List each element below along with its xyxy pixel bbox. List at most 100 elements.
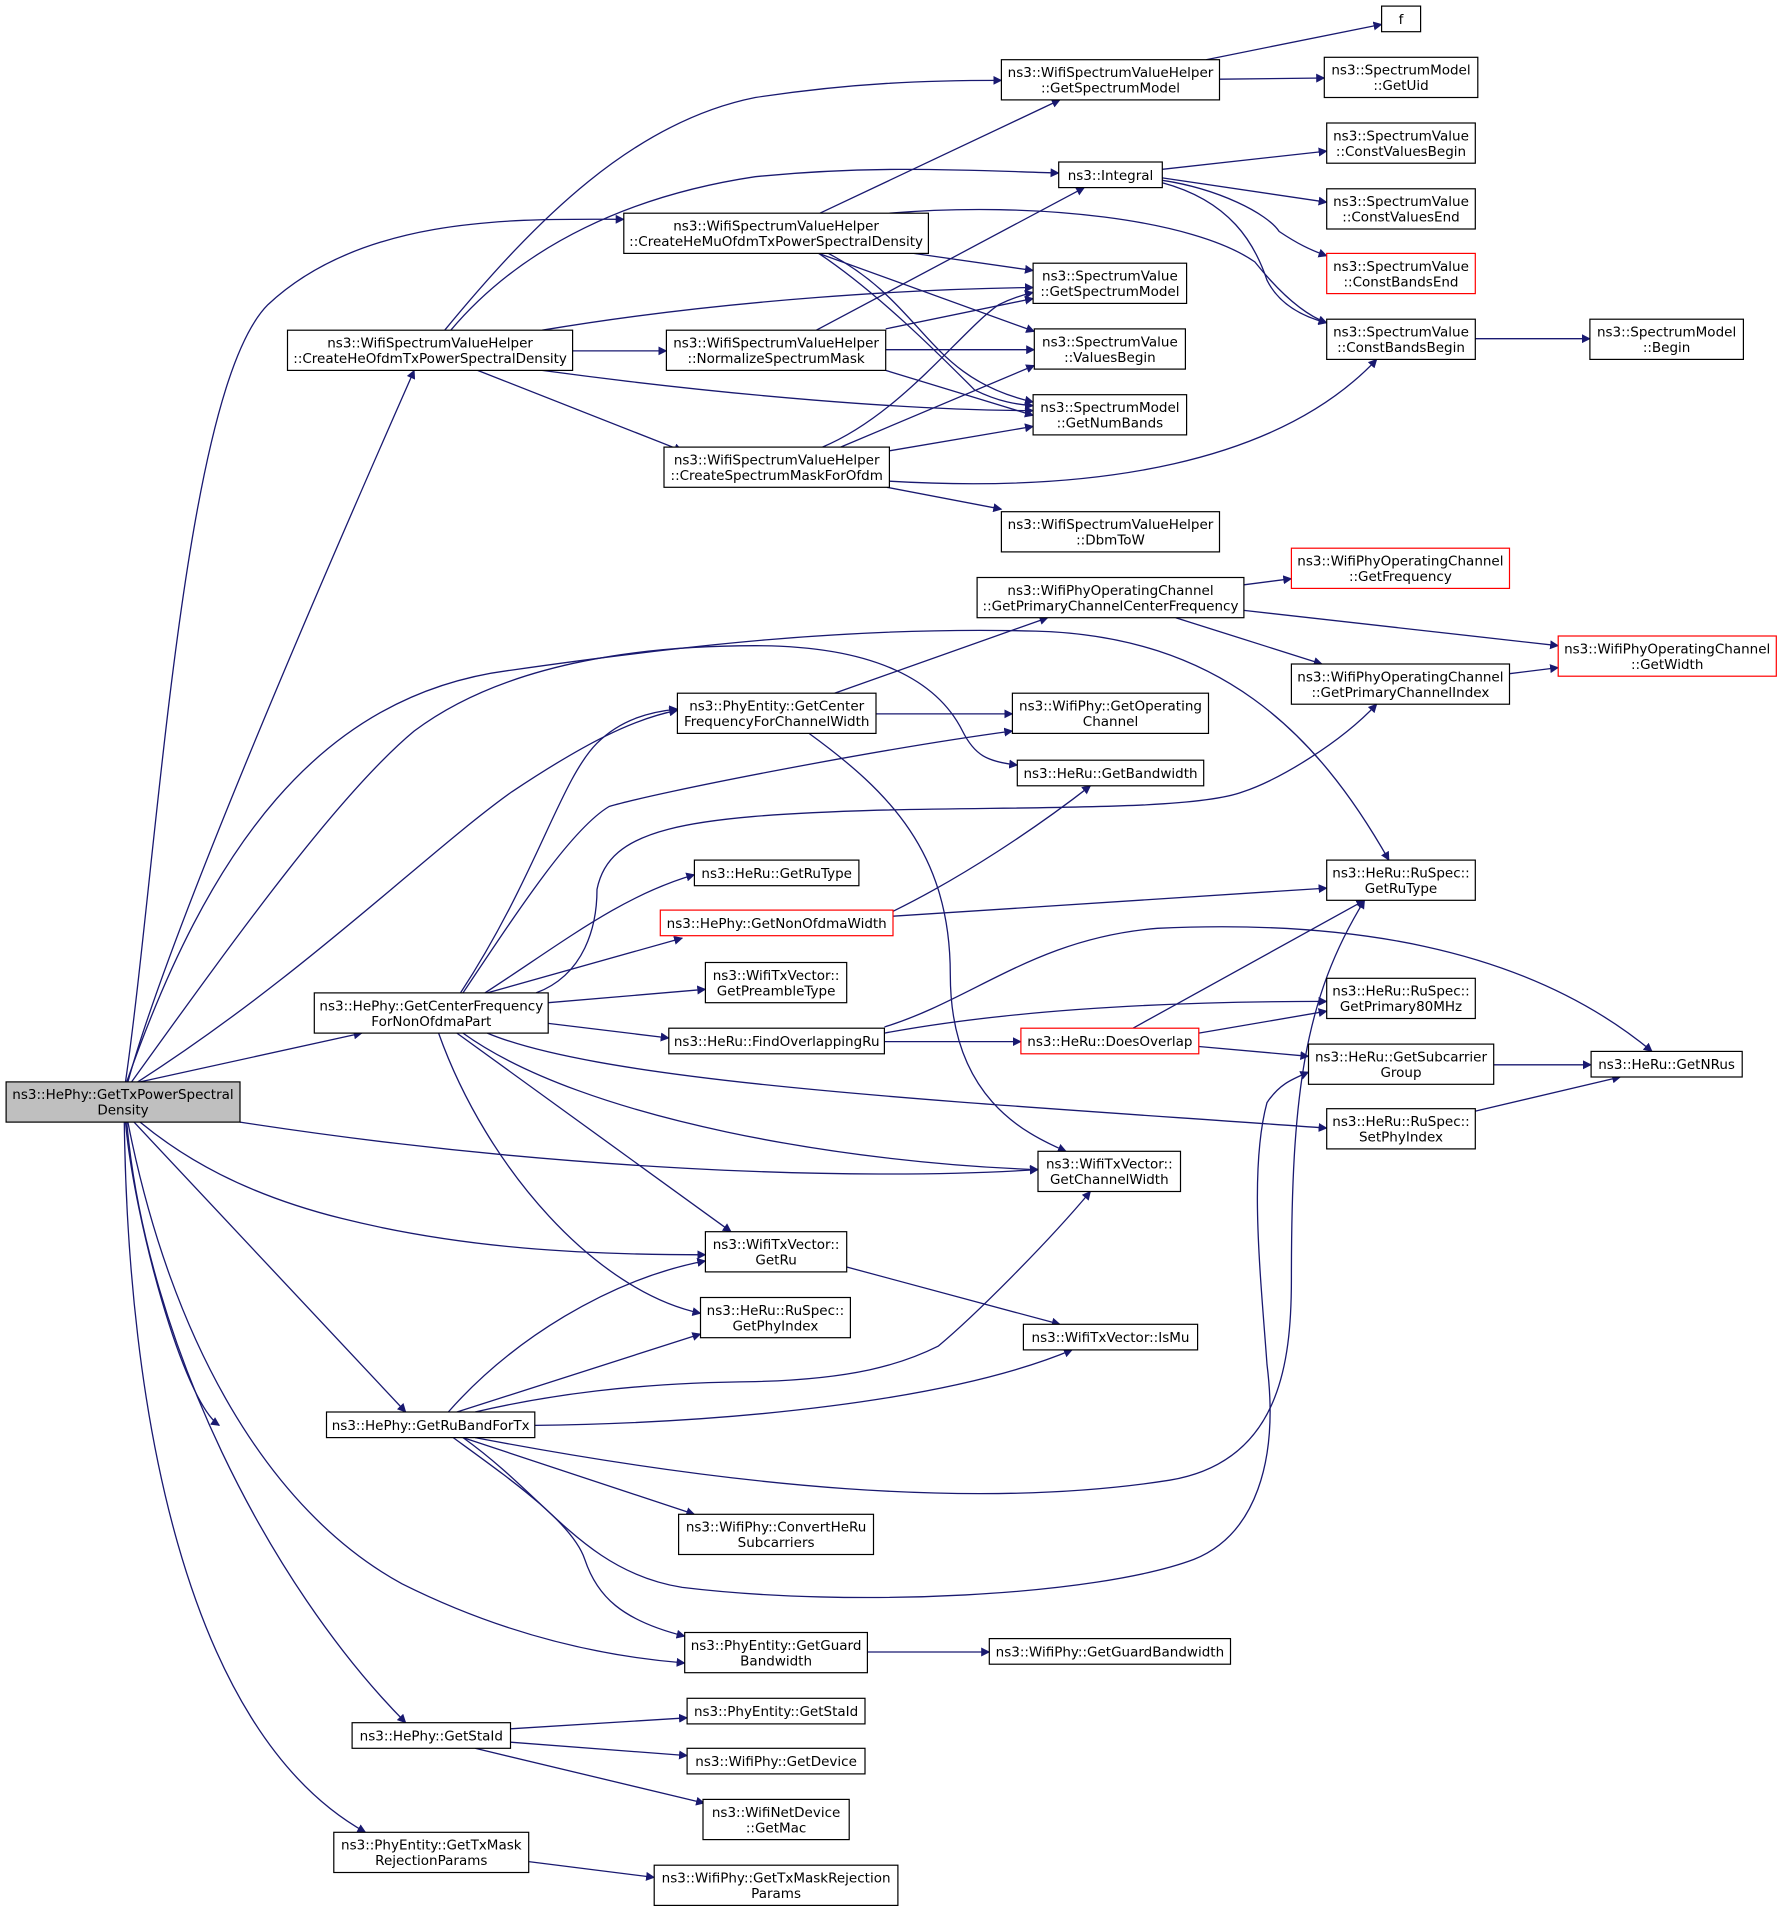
call-edge-getPrimaryCenter-to-getFrequency [1243, 575, 1293, 586]
node-setPhyIndex[interactable]: ns3::HeRu::RuSpec::SetPhyIndex [1326, 1108, 1476, 1150]
node-getRuBandForTx[interactable]: ns3::HePhy::GetRuBandForTx [325, 1411, 536, 1439]
node-constValuesEnd[interactable]: ns3::SpectrumValue::ConstValuesEnd [1326, 188, 1476, 230]
node-getUid[interactable]: ns3::SpectrumModel::GetUid [1323, 56, 1479, 99]
node-getGuardBandwidthPhy[interactable]: ns3::WifiPhy::GetGuardBandwidth [988, 1637, 1232, 1665]
node-getNRus[interactable]: ns3::HeRu::GetNRus [1590, 1050, 1743, 1078]
call-edge-getRuBandForTx-to-getChannelWidth [474, 1190, 1091, 1413]
node-label: FrequencyForChannelWidth [684, 714, 869, 730]
call-edge-getCenterNonOfdma-to-getPrimaryIndex [535, 703, 1378, 994]
call-edge-getRu-to-isMu [846, 1266, 1061, 1327]
node-label: ns3::HePhy::GetCenterFrequency [319, 998, 543, 1014]
node-label: ns3::WifiNetDevice [712, 1805, 840, 1821]
call-edge-getCenterNonOfdma-to-getOperatingChannel [462, 727, 1014, 994]
node-getBandwidth[interactable]: ns3::HeRu::GetBandwidth [1016, 759, 1205, 787]
node-svGetSpectrumModel[interactable]: ns3::SpectrumValue::GetSpectrumModel [1032, 262, 1188, 305]
node-createHeMu[interactable]: ns3::WifiSpectrumValueHelper::CreateHeMu… [623, 212, 929, 254]
node-createHeOfdm[interactable]: ns3::WifiSpectrumValueHelper::CreateHeOf… [286, 329, 574, 372]
node-heRuGetRuType[interactable]: ns3::HeRu::GetRuType [693, 859, 860, 887]
call-edge-doesOverlap-to-getSubcarrierGroup [1198, 1045, 1310, 1061]
node-getPhyIndex[interactable]: ns3::HeRu::RuSpec::GetPhyIndex [699, 1296, 851, 1339]
call-edge-createHeOfdm-to-createMask [477, 369, 684, 453]
node-label: ns3::WifiTxVector:: [713, 1237, 840, 1253]
node-ruSpecGetRuType[interactable]: ns3::HeRu::RuSpec::GetRuType [1326, 859, 1476, 901]
call-edge-findOverlapping-to-getNRus [884, 926, 1653, 1052]
node-label: ns3::PhyEntity::GetStaId [694, 1704, 858, 1720]
node-label: ns3::HePhy::GetNonOfdmaWidth [667, 916, 887, 932]
node-getPrimaryIndex[interactable]: ns3::WifiPhyOperatingChannel::GetPrimary… [1290, 663, 1511, 705]
node-label: ns3::HePhy::GetStaId [360, 1729, 503, 1745]
node-label: ns3::SpectrumValue [1333, 325, 1469, 341]
call-edge-createHeMu-to-getNumBands [828, 252, 1034, 405]
node-smBegin[interactable]: ns3::SpectrumModel::Begin [1589, 318, 1745, 361]
call-edge-createHeOfdm-to-svGetSpectrumModel [541, 283, 1034, 331]
node-label: ::ConstValuesEnd [1342, 210, 1459, 226]
node-label: Channel [1083, 714, 1138, 730]
node-box [1590, 1050, 1743, 1078]
node-getPrimaryCenter[interactable]: ns3::WifiPhyOperatingChannel::GetPrimary… [976, 576, 1245, 619]
node-entityGetStaId[interactable]: ns3::PhyEntity::GetStaId [686, 1697, 866, 1725]
node-label: ns3::HePhy::GetTxPowerSpectral [12, 1087, 233, 1103]
node-label: ::Begin [1643, 340, 1691, 356]
call-edge-createHeMu-to-valuesBegin [818, 252, 1036, 333]
call-edge-root-to-getChannelWidth [239, 1121, 1039, 1175]
node-getCenterNonOfdma[interactable]: ns3::HePhy::GetCenterFrequencyForNonOfdm… [313, 992, 549, 1034]
call-edge-getCenterNonOfdma-to-findOverlapping [548, 1022, 670, 1042]
node-label: ns3::WifiTxVector::IsMu [1032, 1330, 1190, 1346]
node-getSpectrumModelHelper[interactable]: ns3::WifiSpectrumValueHelper::GetSpectru… [1000, 59, 1221, 101]
call-edge-getPrimaryCenter-to-getWidth [1243, 609, 1560, 650]
node-findOverlapping[interactable]: ns3::HeRu::FindOverlappingRu [668, 1027, 885, 1055]
node-getNumBands[interactable]: ns3::SpectrumModel::GetNumBands [1032, 394, 1188, 436]
node-getRu[interactable]: ns3::WifiTxVector::GetRu [704, 1231, 848, 1273]
node-getCenterFreqForCW[interactable]: ns3::PhyEntity::GetCenterFrequencyForCha… [676, 692, 877, 735]
node-box [693, 859, 860, 887]
node-valuesBegin[interactable]: ns3::SpectrumValue::ValuesBegin [1033, 328, 1187, 370]
node-label: ns3::WifiSpectrumValueHelper [1008, 517, 1214, 533]
call-edge-createMask-to-valuesBegin [840, 364, 1036, 448]
node-getDevice[interactable]: ns3::WifiPhy::GetDevice [686, 1747, 866, 1775]
node-getMac[interactable]: ns3::WifiNetDevice::GetMac [702, 1798, 850, 1841]
node-createMask[interactable]: ns3::WifiSpectrumValueHelper::CreateSpec… [663, 446, 890, 488]
node-getFrequency[interactable]: ns3::WifiPhyOperatingChannel::GetFrequen… [1290, 547, 1511, 590]
call-edges [123, 21, 1653, 1881]
node-getPrimary80[interactable]: ns3::HeRu::RuSpec::GetPrimary80MHz [1326, 977, 1476, 1020]
node-getWidth[interactable]: ns3::WifiPhyOperatingChannel::GetWidth [1557, 635, 1777, 677]
call-edge-getRuBandForTx-to-convertHeRu [462, 1436, 696, 1517]
node-getChannelWidth[interactable]: ns3::WifiTxVector::GetChannelWidth [1037, 1150, 1182, 1193]
node-constValuesBegin[interactable]: ns3::SpectrumValue::ConstValuesBegin [1326, 122, 1476, 164]
call-edge-createHeMu-to-svGetSpectrumModel [913, 252, 1034, 274]
call-edge-getCenterNonOfdma-to-setPhyIndex [487, 1032, 1328, 1133]
node-constBandsEnd[interactable]: ns3::SpectrumValue::ConstBandsEnd [1326, 252, 1476, 295]
node-dbmToW[interactable]: ns3::WifiSpectrumValueHelper::DbmToW [1000, 511, 1221, 553]
node-label: ns3::WifiSpectrumValueHelper [673, 336, 879, 352]
node-label: ns3::SpectrumValue [1333, 259, 1469, 275]
node-box [1016, 759, 1205, 787]
node-box [1326, 1108, 1476, 1150]
call-edge-hePhyGetStaId-to-getDevice [510, 1741, 688, 1760]
node-getGuardBandwidthEntity[interactable]: ns3::PhyEntity::GetGuardBandwidth [684, 1631, 869, 1674]
node-isMu[interactable]: ns3::WifiTxVector::IsMu [1022, 1323, 1199, 1351]
node-box [1589, 318, 1745, 361]
node-hePhyGetStaId[interactable]: ns3::HePhy::GetStaId [351, 1722, 512, 1749]
node-box [684, 1631, 869, 1674]
node-box [686, 1697, 866, 1725]
call-edge-getPrimaryIndex-to-getWidth [1509, 664, 1560, 675]
node-box [5, 1081, 241, 1123]
node-f[interactable]: f [1380, 5, 1422, 33]
node-label: RejectionParams [375, 1853, 487, 1869]
node-label: ns3::WifiSpectrumValueHelper [1008, 65, 1214, 81]
node-integral[interactable]: ns3::Integral [1058, 161, 1163, 189]
node-getNonOfdmaWidth[interactable]: ns3::HePhy::GetNonOfdmaWidth [659, 909, 894, 937]
node-label: ns3::HeRu::RuSpec:: [707, 1303, 844, 1319]
node-label: Bandwidth [740, 1653, 812, 1669]
node-normalize[interactable]: ns3::WifiSpectrumValueHelper::NormalizeS… [665, 329, 887, 372]
node-doesOverlap[interactable]: ns3::HeRu::DoesOverlap [1020, 1027, 1200, 1055]
node-label: ns3::WifiSpectrumValueHelper [327, 336, 533, 352]
node-getPreambleType[interactable]: ns3::WifiTxVector::GetPreambleType [704, 961, 848, 1004]
node-constBandsBegin[interactable]: ns3::SpectrumValue::ConstBandsBegin [1326, 318, 1476, 361]
